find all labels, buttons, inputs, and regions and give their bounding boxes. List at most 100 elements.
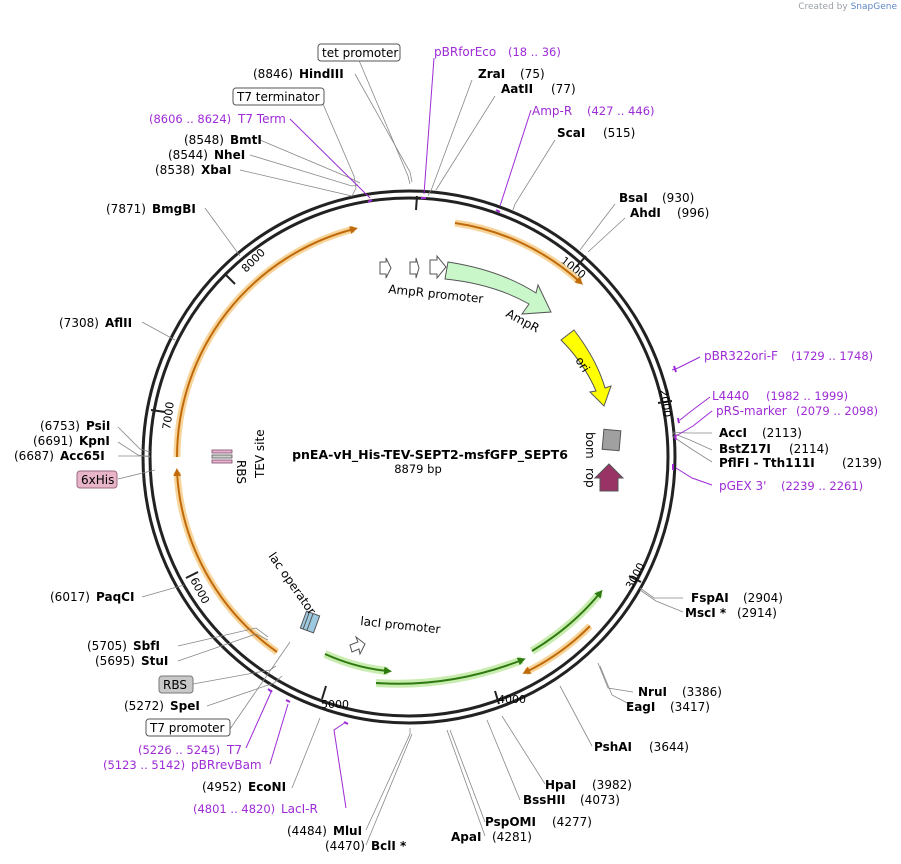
primer-pgex-3[interactable]: pGEX 3'(2239 .. 2261) [719, 479, 863, 493]
site-apai[interactable]: ApaI(4281) [451, 830, 532, 844]
tick-3000: 3000 [623, 561, 648, 592]
site-bsshii[interactable]: BssHII(4073) [523, 793, 620, 807]
primer-name: pGEX 3' [719, 479, 766, 493]
site-name: BclI * [371, 839, 407, 853]
credit-prefix: Created by [798, 2, 848, 12]
site-name: AflII [105, 316, 132, 330]
site-pos: (2114) [789, 442, 829, 456]
site-bsai[interactable]: BsaI (930) [619, 191, 694, 205]
site-eagi[interactable]: EagI (3417) [626, 700, 710, 714]
site-name: EcoNI [248, 780, 286, 794]
site-name: EagI [626, 700, 655, 714]
primer-name: pBRforEco [434, 45, 496, 59]
primer-prs-marker[interactable]: pRS-marker (2079 .. 2098) [716, 404, 878, 418]
site-pos: (4277) [552, 815, 592, 829]
site-psii[interactable]: PsiI(6753) [40, 419, 110, 433]
site-spei[interactable]: SpeI (5272) [124, 699, 200, 713]
primer-t7[interactable]: T7(5226 .. 5245) [138, 743, 242, 757]
site-paqci[interactable]: PaqCI(6017) [50, 590, 134, 604]
primer-laci-r[interactable]: LacI-R(4801 .. 4820) [193, 802, 318, 816]
primer-name: T7 Term [237, 112, 286, 126]
site-kpni[interactable]: KpnI(6691) [33, 434, 110, 448]
site-name: NheI [214, 148, 245, 162]
box-t7-promoter[interactable]: T7 promoter [145, 718, 231, 737]
site-sbfi[interactable]: SbfI (5705) [87, 639, 160, 653]
primer-pbr322ori-f[interactable]: pBR322ori-F(1729 .. 1748) [704, 349, 873, 363]
box-rbs[interactable]: RBS [158, 675, 194, 694]
box-6xhis[interactable]: 6xHis [76, 470, 118, 489]
site-name: HpaI [545, 778, 576, 792]
site-acc65i[interactable]: Acc65I(6687) [14, 449, 105, 463]
site-pos: (5272) [124, 699, 164, 713]
box-t7-terminator[interactable]: T7 terminator [232, 87, 325, 106]
site-pos: (3644) [649, 740, 689, 754]
site-pos: (4484) [287, 824, 327, 838]
site-fspai[interactable]: FspAI(2904) [691, 591, 783, 605]
site-pos: (8544) [168, 148, 208, 162]
site-bcli[interactable]: BclI *(4470) [325, 839, 407, 853]
primer-range: (8606 .. 8624) [149, 112, 231, 126]
site-msci[interactable]: MscI *(2914) [685, 606, 777, 620]
site-scai[interactable]: ScaI(515) [557, 126, 635, 140]
site-pos: (4952) [202, 780, 242, 794]
site-name: BsaI [619, 191, 648, 205]
site-nrui[interactable]: NruI(3386) [638, 685, 722, 699]
site-name: SpeI [170, 699, 200, 713]
site-name: AatII [501, 82, 533, 96]
primer-name: pBRrevBam [191, 758, 262, 772]
site-name: BmgBI [152, 202, 196, 216]
site-name: XbaI [201, 163, 231, 177]
orf-arc-left-upper [176, 226, 358, 458]
primer-t7-term[interactable]: T7 Term (8606 .. 8624) [149, 112, 286, 126]
laci-promoter-arrow [349, 635, 366, 656]
primer-amp-r[interactable]: Amp-R (427 .. 446) [532, 104, 655, 118]
site-zrai[interactable]: ZraI(75) [478, 67, 545, 81]
ori-feature [560, 329, 612, 407]
primer-range: (2079 .. 2098) [796, 404, 878, 418]
primer-l4440[interactable]: L4440(1982 .. 1999) [712, 389, 848, 403]
site-acci[interactable]: AccI(2113) [719, 426, 802, 440]
site-mlui[interactable]: MluI(4484) [287, 824, 362, 838]
site-pos: (5705) [87, 639, 127, 653]
site-name: BstZ17I [719, 442, 771, 456]
orf-arc-top-right [454, 222, 583, 285]
site-pspomi[interactable]: PspOMI(4277) [485, 815, 592, 829]
primer-pbrrevbam[interactable]: pBRrevBam(5123 .. 5142) [103, 758, 262, 772]
site-pos: (8846) [253, 67, 293, 81]
label-bom: bom [583, 432, 597, 459]
site-pflfi-tth111i[interactable]: PflFI - Tth111I(2139) [719, 456, 882, 470]
site-pos: (996) [677, 206, 709, 220]
tick-4000: 4000 [498, 693, 526, 706]
site-bmgbi[interactable]: BmgBI(7871) [106, 202, 196, 216]
site-aflii[interactable]: AflII(7308) [59, 316, 132, 330]
site-pos: (3982) [592, 778, 632, 792]
primer-pbrforeco[interactable]: pBRforEco(18 .. 36) [434, 45, 561, 59]
site-nhei[interactable]: NheI (8544) [168, 148, 245, 162]
site-aatii[interactable]: AatII(77) [501, 82, 576, 96]
primer-name: pRS-marker [716, 404, 787, 418]
site-name: MscI * [685, 606, 727, 620]
site-bmti[interactable]: BmtI(8548) [184, 133, 262, 147]
primer-name: Amp-R [532, 104, 572, 118]
site-xbai[interactable]: XbaI(8538) [155, 163, 231, 177]
site-pos: (930) [662, 191, 694, 205]
site-stui[interactable]: StuI(5695) [95, 654, 168, 668]
site-hindiii[interactable]: HindIII (8846) [253, 67, 344, 81]
site-name: PaqCI [96, 590, 134, 604]
site-name: AccI [719, 426, 747, 440]
site-name: ApaI [451, 830, 481, 844]
orf-arcs [173, 219, 593, 676]
tick-5000: 5000 [321, 698, 349, 711]
primer-range: (427 .. 446) [587, 104, 655, 118]
site-ahdi[interactable]: AhdI(996) [630, 206, 709, 220]
site-bstz17i[interactable]: BstZ17I (2114) [719, 442, 829, 456]
site-econi[interactable]: EcoNI (4952) [202, 780, 286, 794]
box-tet-promoter[interactable]: tet promoter [317, 43, 401, 62]
site-pshai[interactable]: PshAI(3644) [594, 740, 689, 754]
site-pos: (3417) [670, 700, 710, 714]
rop-feature [593, 463, 625, 492]
label-lac-operator: lac operator [266, 550, 319, 618]
site-name: HindIII [299, 67, 344, 81]
site-hpai[interactable]: HpaI (3982) [545, 778, 632, 792]
site-name: SbfI [133, 639, 160, 653]
